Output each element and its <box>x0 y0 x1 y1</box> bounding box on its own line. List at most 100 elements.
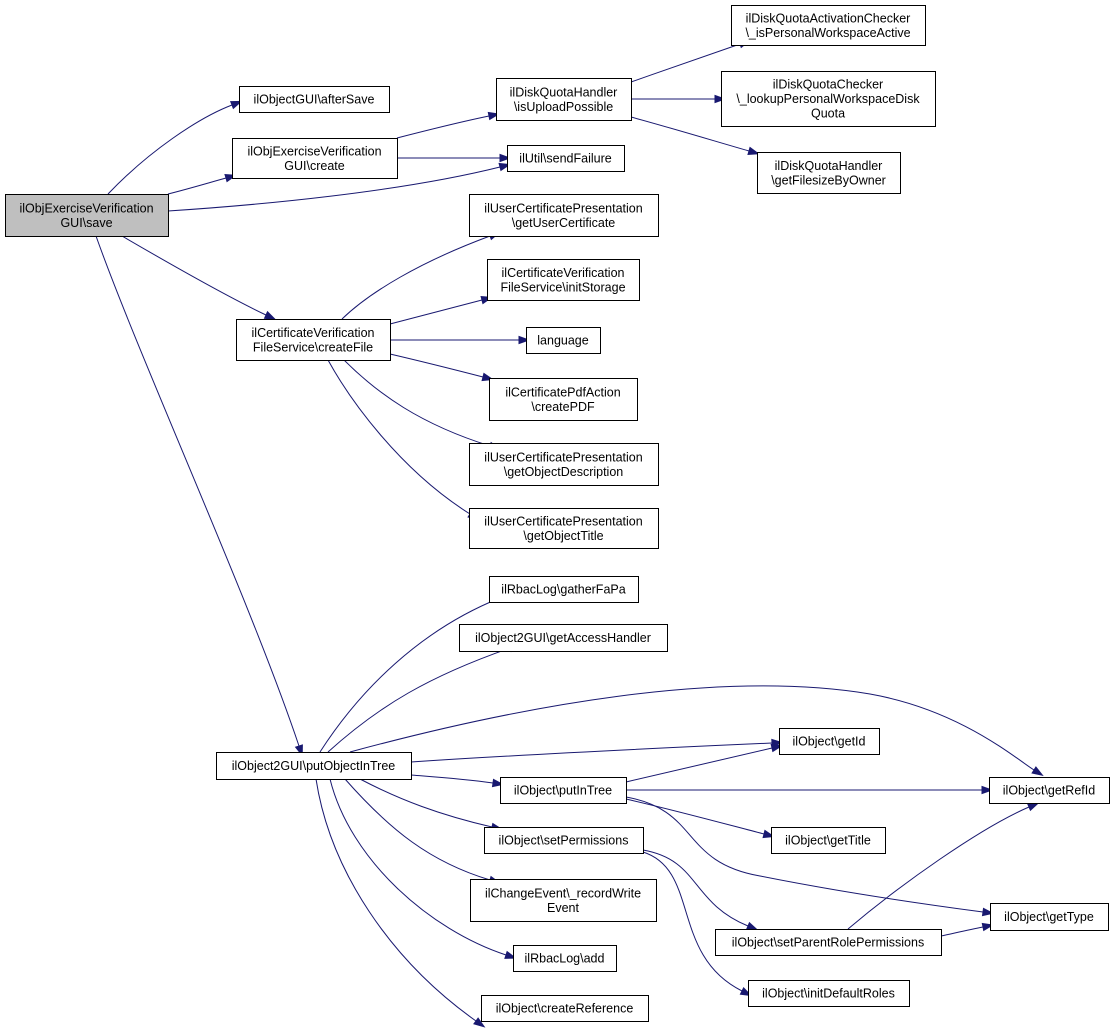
edge-line <box>389 299 483 325</box>
node-label: ilUserCertificatePresentation <box>484 201 642 215</box>
node-initStorage[interactable]: ilCertificateVerificationFileService\ini… <box>487 259 640 301</box>
node-label: ilObjExerciseVerification <box>247 144 381 158</box>
node-box <box>496 78 632 121</box>
node-sendFailure[interactable]: ilUtil\sendFailure <box>507 145 625 172</box>
node-label: \getObjectDescription <box>504 465 624 479</box>
node-putInTree[interactable]: ilObject\putInTree <box>500 777 627 804</box>
edge-save-to-putObjectInTree <box>95 235 303 757</box>
edge-putObjectInTree-to-putInTree <box>410 774 505 788</box>
node-box <box>489 576 639 603</box>
node-setPermissions[interactable]: ilObject\setPermissions <box>484 827 644 854</box>
node-box <box>469 194 659 237</box>
node-box <box>990 903 1109 931</box>
node-getRefId[interactable]: ilObject\getRefId <box>989 777 1110 804</box>
node-label: ilObjectGUI\afterSave <box>254 93 375 107</box>
edge-createFile-to-getUserCertificate <box>341 231 501 320</box>
node-label: GUI\save <box>60 216 112 230</box>
edge-line <box>630 116 750 152</box>
node-label: ilObject\createReference <box>496 1002 634 1016</box>
node-add[interactable]: ilRbacLog\add <box>513 945 617 972</box>
edge-setParentRolePermissions-to-getRefId <box>847 802 1040 930</box>
edge-line <box>847 806 1030 930</box>
node-label: ilObject\getTitle <box>785 834 871 848</box>
node-afterSave[interactable]: ilObjectGUI\afterSave <box>239 86 390 113</box>
edge-putObjectInTree-to-getAccessHandler <box>327 644 521 753</box>
node-label: ilChangeEvent\_recordWrite <box>485 886 641 900</box>
edge-line <box>329 778 507 956</box>
node-initDefaultRoles[interactable]: ilObject\initDefaultRoles <box>748 980 910 1007</box>
node-getId[interactable]: ilObject\getId <box>779 728 880 755</box>
arrowhead <box>229 100 243 110</box>
node-label: ilObject2GUI\getAccessHandler <box>475 631 651 645</box>
edge-isUploadPossible-to-getFilesizeByOwner <box>630 116 761 156</box>
edge-putInTree-to-getTitle <box>625 798 776 839</box>
node-box <box>748 980 910 1007</box>
arrowhead <box>1026 802 1040 812</box>
node-label: ilUserCertificatePresentation <box>484 514 642 528</box>
node-language[interactable]: language <box>526 327 601 354</box>
node-box <box>500 777 627 804</box>
node-box <box>489 378 638 421</box>
edge-line <box>107 104 233 195</box>
node-isPersonalWorkspaceActive[interactable]: ilDiskQuotaActivationChecker\_isPersonal… <box>731 5 926 46</box>
node-box <box>507 145 625 172</box>
node-label: \getObjectTitle <box>523 529 603 543</box>
node-box <box>459 624 668 652</box>
edge-line <box>389 353 484 378</box>
edge-line <box>327 647 511 753</box>
arrowhead <box>981 785 994 795</box>
edge-line <box>343 359 491 447</box>
edge-line <box>167 166 501 212</box>
node-box <box>232 138 398 179</box>
node-getFilesizeByOwner[interactable]: ilDiskQuotaHandler\getFilesizeByOwner <box>757 152 901 194</box>
node-box <box>526 327 601 354</box>
edge-line <box>341 235 491 320</box>
node-label: ilRbacLog\gatherFaPa <box>501 583 625 597</box>
edge-line <box>327 359 471 515</box>
edge-putObjectInTree-to-add <box>329 778 517 959</box>
edge-line <box>625 747 773 783</box>
node-createPDF[interactable]: ilCertificatePdfAction\createPDF <box>489 378 638 421</box>
node-label: ilObjExerciseVerification <box>19 201 153 215</box>
node-setParentRolePermissions[interactable]: ilObject\setParentRolePermissions <box>715 929 942 956</box>
node-getType[interactable]: ilObject\getType <box>990 903 1109 931</box>
edge-setPermissions-to-setParentRolePermissions <box>642 849 759 931</box>
node-box <box>721 71 936 127</box>
edge-createFile-to-getObjectTitle <box>327 359 480 521</box>
nodes-layer: ilObjExerciseVerificationGUI\saveilObjec… <box>5 5 1110 1022</box>
node-createReference[interactable]: ilObject\createReference <box>481 995 649 1022</box>
edge-line <box>359 778 493 828</box>
node-label: Quota <box>811 107 845 121</box>
node-lookupPersonalWorkspaceDiskQuota[interactable]: ilDiskQuotaChecker\_lookupPersonalWorksp… <box>721 71 936 127</box>
node-label: Event <box>547 901 579 915</box>
node-getUserCertificate[interactable]: ilUserCertificatePresentation\getUserCer… <box>469 194 659 237</box>
node-box <box>779 728 880 755</box>
node-box <box>715 929 942 956</box>
node-getObjectTitle[interactable]: ilUserCertificatePresentation\getObjectT… <box>469 508 659 549</box>
node-label: ilUtil\sendFailure <box>519 152 611 166</box>
edge-line <box>95 235 300 747</box>
node-box <box>236 319 391 361</box>
edge-line <box>410 774 494 784</box>
edge-save-to-create <box>167 173 238 195</box>
edge-line <box>940 926 984 937</box>
node-createFile[interactable]: ilCertificateVerificationFileService\cre… <box>236 319 391 361</box>
node-label: ilObject\getType <box>1004 910 1094 924</box>
node-getTitle[interactable]: ilObject\getTitle <box>771 827 886 854</box>
node-getAccessHandler[interactable]: ilObject2GUI\getAccessHandler <box>459 624 668 652</box>
node-label: \getUserCertificate <box>512 216 616 230</box>
node-getObjectDescription[interactable]: ilUserCertificatePresentation\getObjectD… <box>469 443 659 486</box>
node-gatherFaPa[interactable]: ilRbacLog\gatherFaPa <box>489 576 639 603</box>
node-label: FileService\initStorage <box>500 280 625 294</box>
node-box <box>469 443 659 486</box>
edge-createFile-to-getObjectDescription <box>343 359 501 450</box>
edge-save-to-afterSave <box>107 100 243 195</box>
edge-line <box>625 796 984 913</box>
node-isUploadPossible[interactable]: ilDiskQuotaHandler\isUploadPossible <box>496 78 632 121</box>
node-putObjectInTree[interactable]: ilObject2GUI\putObjectInTree <box>216 752 412 780</box>
arrowhead <box>747 146 761 156</box>
